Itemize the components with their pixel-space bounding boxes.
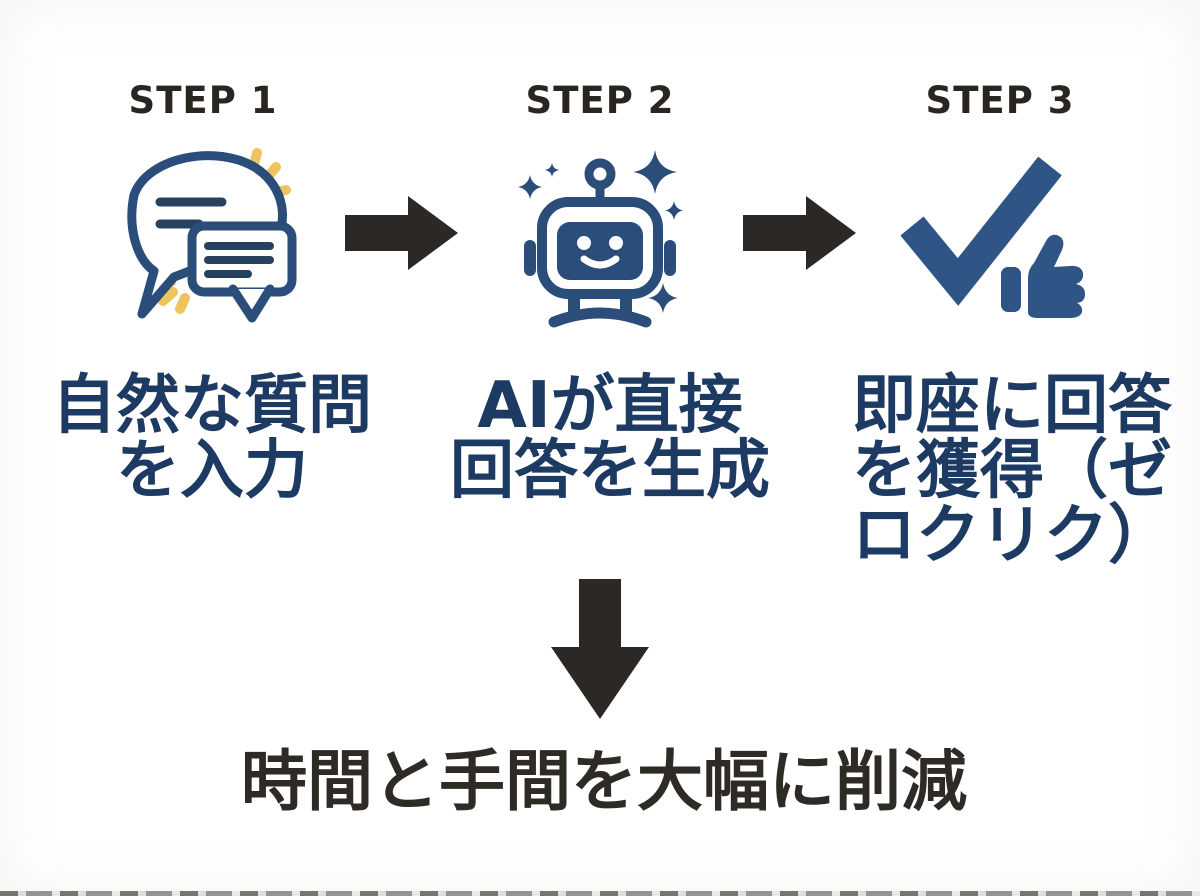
step2-caption: AIが直接 回答を生成 — [380, 374, 840, 504]
down-arrow-icon — [551, 579, 649, 719]
thumbs-up-icon — [1001, 234, 1085, 318]
sparkle-stars-icon — [518, 150, 683, 313]
checkmark-icon — [900, 156, 1062, 306]
caption-line: を入力 — [116, 434, 308, 508]
step1-label: STEP 1 — [128, 79, 278, 122]
right-arrow-icon — [345, 196, 458, 270]
caption-line: AIが直接 — [477, 369, 743, 443]
step1-caption: 自然な質問 を入力 — [0, 374, 442, 504]
conclusion-text: 時間と手間を大幅に削減 — [241, 743, 967, 820]
caption-line: 即座に回答 — [852, 369, 1172, 443]
caption-line: を獲得（ゼ — [852, 434, 1172, 508]
caption-line: 回答を生成 — [450, 434, 770, 508]
step2-label: STEP 2 — [525, 79, 675, 122]
step3-label: STEP 3 — [925, 79, 1075, 122]
chat-bubbles-icon — [127, 148, 297, 323]
check-thumbs-up-icon — [900, 156, 1085, 318]
right-arrow-icon — [743, 196, 856, 270]
step3-caption: 即座に回答 を獲得（ゼ ロクリク） — [782, 374, 1200, 569]
robot-icon — [518, 150, 683, 328]
bottom-edge-artifact — [0, 891, 1200, 896]
caption-line: 自然な質問 — [52, 369, 372, 443]
caption-line: ロクリク） — [852, 499, 1172, 573]
